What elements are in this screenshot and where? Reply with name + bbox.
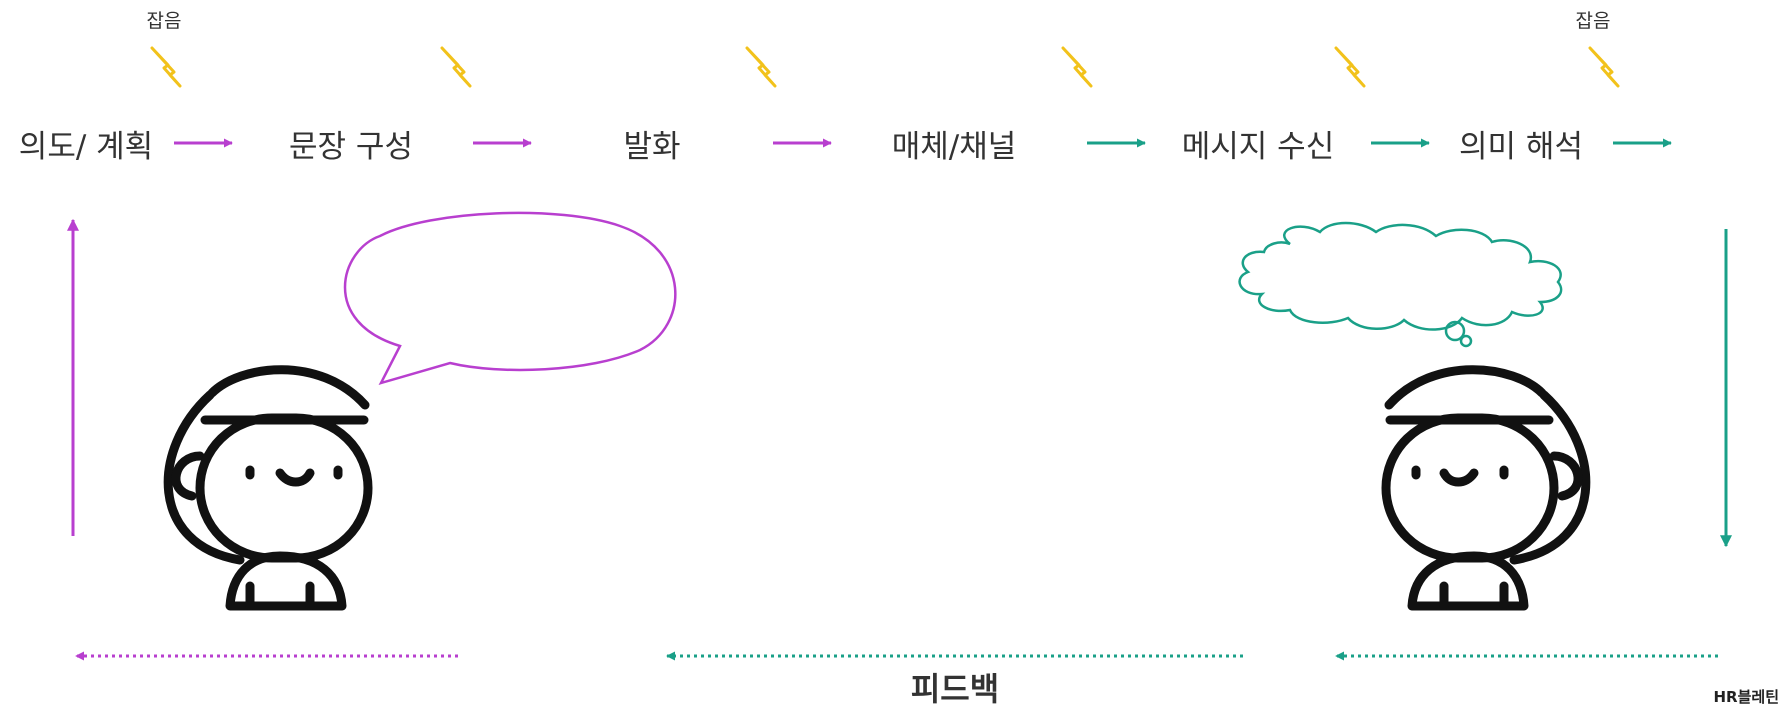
sender-figure [163,365,373,611]
step-reception: 메시지 수신 [1182,129,1334,165]
thought-cloud-icon [1238,221,1563,348]
feedback-label: 피드백 [911,670,999,708]
lightning-icon [1061,46,1093,88]
brand-logo: HR블레틴 [1713,688,1779,706]
receiver-figure [1381,365,1591,611]
lightning-icon [440,46,472,88]
noise-label-left: 잡음 [147,10,182,32]
noise-label-right: 잡음 [1576,10,1611,32]
lightning-icon [150,46,182,88]
lightning-icon [1588,46,1620,88]
speech-bubble-icon [343,211,677,386]
step-interpretation: 의미 해석 [1459,129,1583,165]
step-utterance: 발화 [623,129,680,165]
lightning-icon [745,46,777,88]
lightning-icon [1334,46,1366,88]
step-intent: 의도/ 계획 [19,129,153,165]
person-headset-icon [207,365,370,410]
step-channel: 매체/채널 [892,129,1017,165]
person-headset-icon [1384,365,1547,410]
step-composition: 문장 구성 [289,129,413,165]
